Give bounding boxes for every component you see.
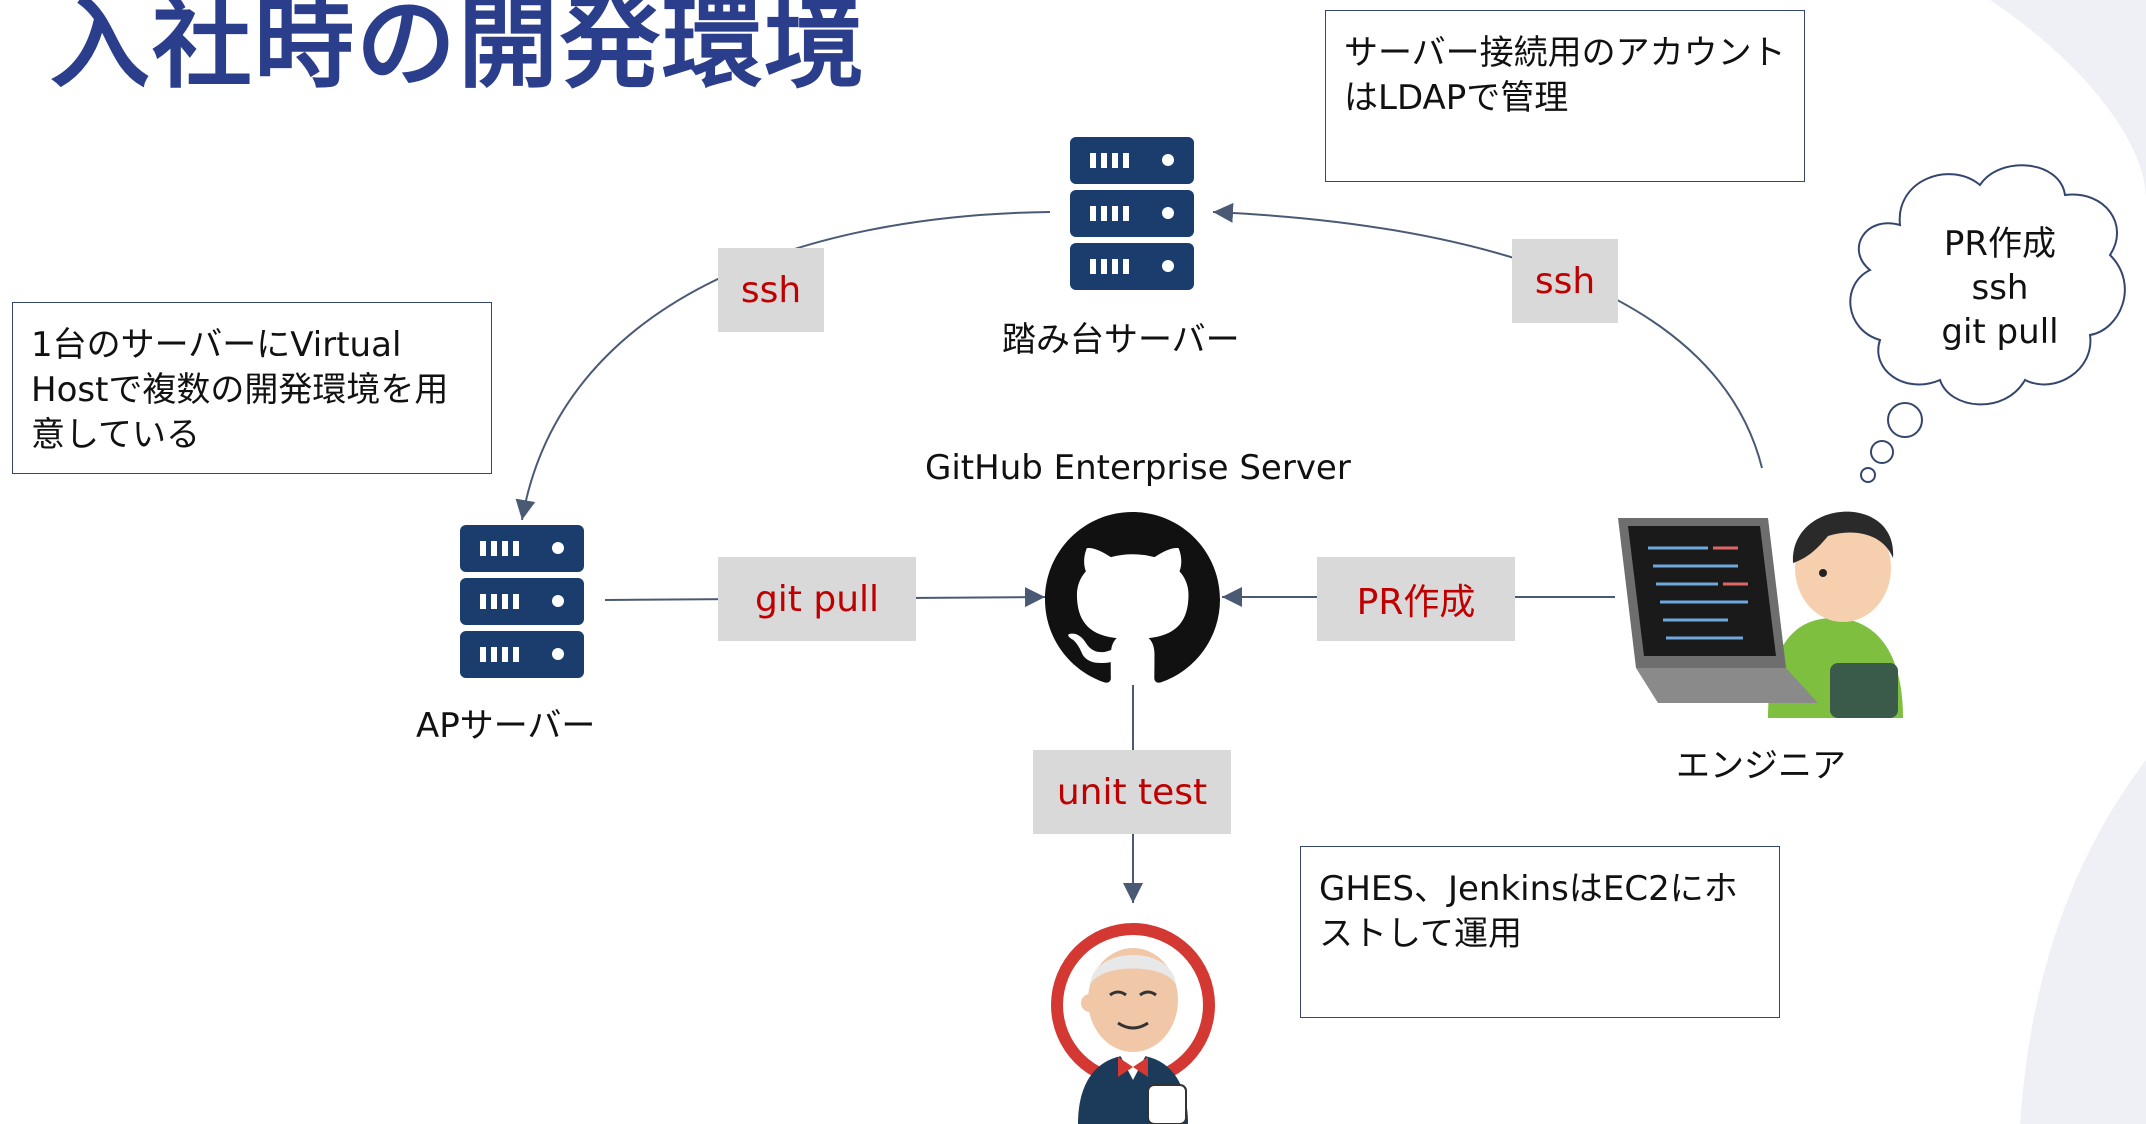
note-virtual-host: 1台のサーバーにVirtual Hostで複数の開発環境を用意している	[12, 302, 492, 474]
jenkins-icon	[1051, 923, 1215, 1124]
edge-label-pr-create: PR作成	[1317, 557, 1515, 641]
arrow-engineer-to-bastion	[1212, 202, 1763, 469]
thought-line: ssh	[1971, 268, 2029, 308]
bastion-server-icon	[1070, 137, 1194, 290]
bastion-label: 踏み台サーバー	[1002, 320, 1240, 360]
edge-label-ssh-left: ssh	[718, 248, 824, 332]
edge-label-ssh-right: ssh	[1512, 239, 1618, 323]
thought-cloud-text: PR作成 ssh git pull	[1920, 222, 2080, 354]
note-ldap: サーバー接続用のアカウントはLDAPで管理	[1325, 10, 1805, 182]
github-icon	[1045, 512, 1220, 683]
page-title: 入社時の開発環境	[50, 0, 866, 102]
github-label: GitHub Enterprise Server	[925, 448, 1351, 488]
arrow-bastion-to-ap	[515, 211, 1051, 521]
thought-line: PR作成	[1943, 224, 2057, 264]
engineer-icon	[1618, 511, 1903, 718]
edge-label-unit-test: unit test	[1033, 750, 1231, 834]
ap-server-icon	[460, 525, 584, 678]
thought-line: git pull	[1941, 312, 2059, 352]
note-hosting: GHES、JenkinsはEC2にホストして運用	[1300, 846, 1780, 1018]
edge-label-git-pull: git pull	[718, 557, 916, 641]
ap-server-label: APサーバー	[416, 706, 596, 746]
engineer-label: エンジニア	[1676, 746, 1846, 786]
thought-cloud-icon	[1849, 164, 2126, 483]
